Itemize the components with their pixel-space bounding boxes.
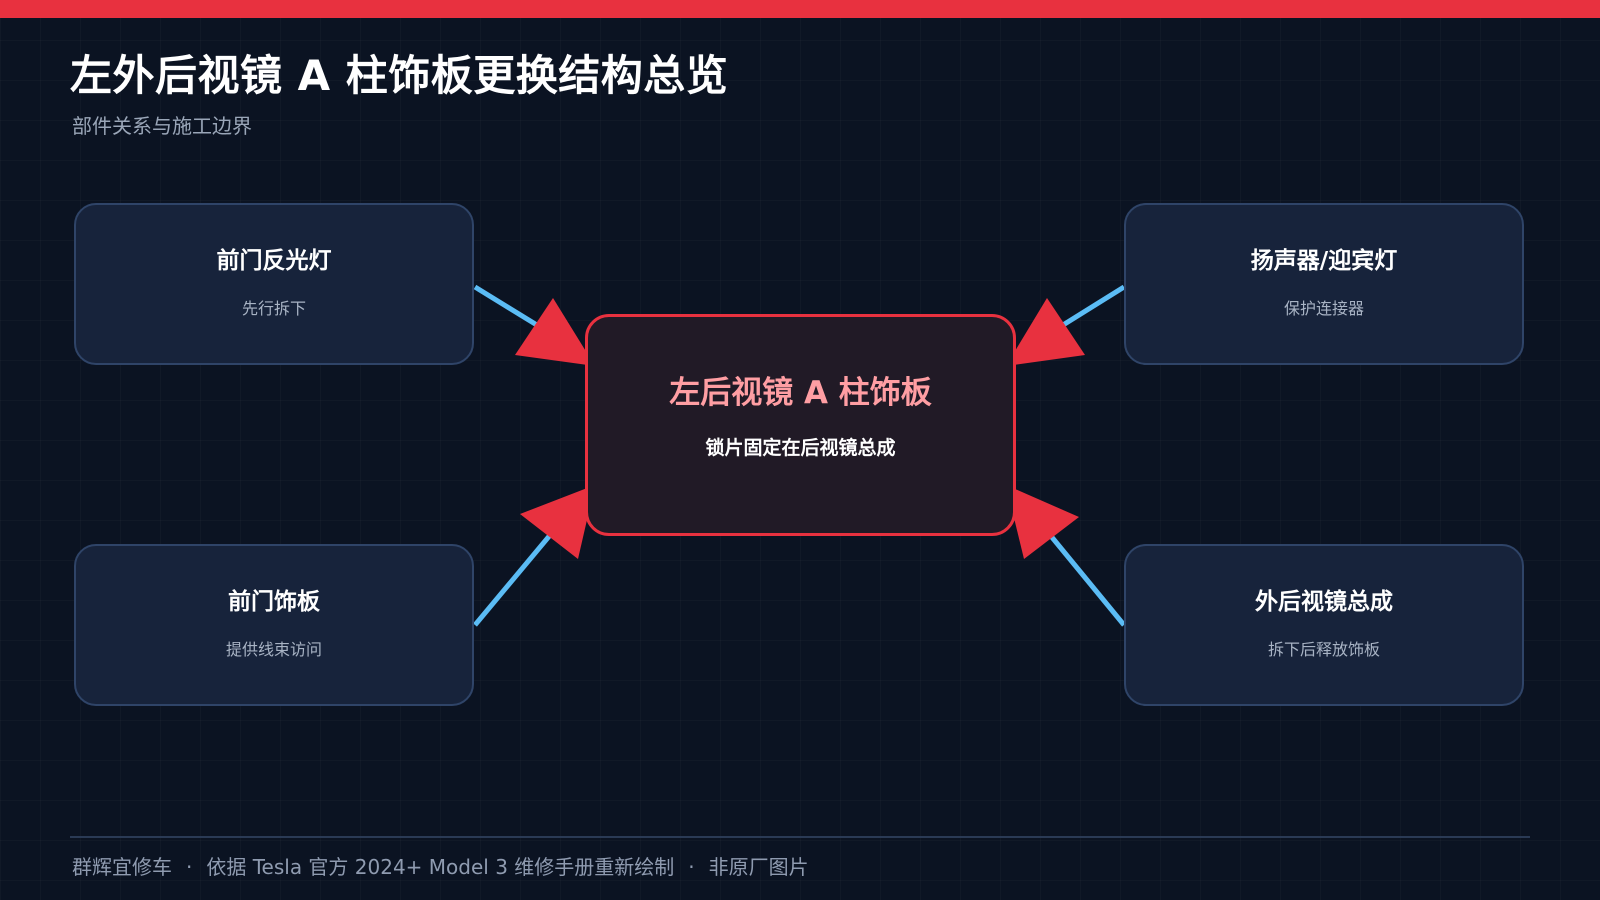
footer: 群辉宜修车 · 依据 Tesla 官方 2024+ Model 3 维修手册重新绘制… (72, 851, 809, 880)
component-card-exterior-mirror-assembly: 外后视镜总成 拆下后释放饰板 (1124, 544, 1524, 706)
arrowhead-bottom-left (520, 485, 595, 559)
component-description: 先行拆下 (241, 299, 306, 318)
component-description: 拆下后释放饰板 (1267, 640, 1380, 659)
connector-line-bottom-right (1044, 528, 1126, 627)
footer-separator: · (186, 855, 193, 879)
footer-source: 依据 Tesla 官方 2024+ Model 3 维修手册重新绘制 (206, 855, 675, 879)
arrowhead-top-right (1006, 298, 1085, 366)
component-title: 外后视镜总成 (1255, 589, 1393, 615)
footer-note: 非原厂图片 (708, 855, 809, 879)
component-description: 提供线束访问 (225, 640, 322, 659)
component-title: 扬声器/迎宾灯 (1250, 248, 1398, 274)
component-title: 前门饰板 (228, 589, 320, 615)
connector-line-top-left (473, 284, 547, 333)
connector-line-top-right (1053, 284, 1126, 333)
top-accent-bar (0, 0, 1600, 18)
page-subtitle: 部件关系与施工边界 (72, 114, 252, 138)
component-card-front-door-trim: 前门饰板 提供线束访问 (74, 544, 474, 706)
footer-divider (70, 836, 1530, 838)
center-title: 左后视镜 A 柱饰板 (669, 375, 932, 411)
page-title: 左外后视镜 A 柱饰板更换结构总览 (70, 51, 729, 100)
arrowhead-bottom-right (1006, 485, 1079, 559)
connector-line-bottom-left (473, 526, 558, 627)
component-description: 保护连接器 (1283, 299, 1364, 318)
center-description: 锁片固定在后视镜总成 (705, 437, 896, 459)
component-title: 前门反光灯 (216, 248, 332, 274)
component-card-speaker-puddle-light: 扬声器/迎宾灯 保护连接器 (1124, 203, 1524, 365)
footer-brand: 群辉宜修车 (72, 855, 172, 879)
center-card-a-pillar-trim: 左后视镜 A 柱饰板 锁片固定在后视镜总成 (585, 314, 1016, 536)
component-card-front-door-reflector: 前门反光灯 先行拆下 (74, 203, 474, 365)
footer-separator: · (688, 855, 695, 879)
arrowhead-top-left (515, 298, 595, 366)
